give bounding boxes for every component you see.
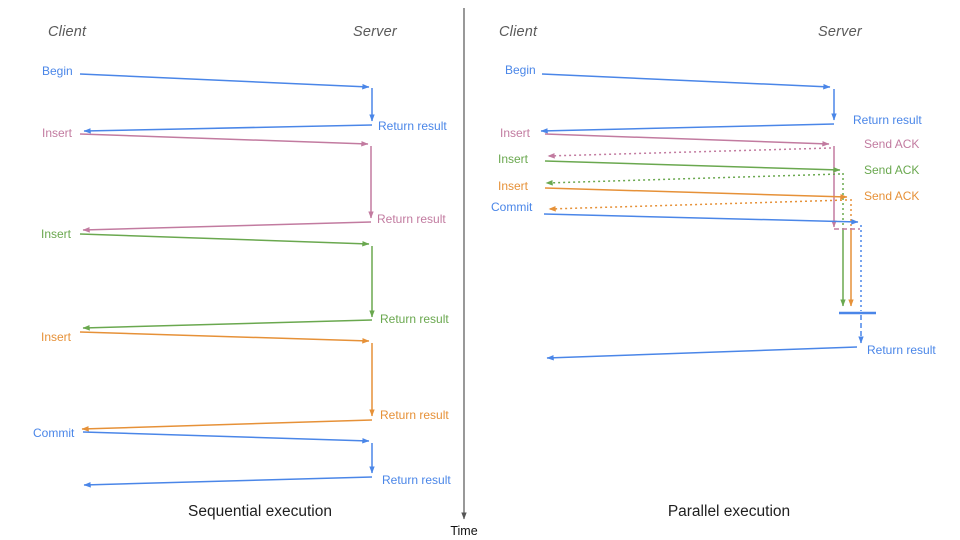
sequential-insert2-request (79, 233, 370, 247)
parallel-begin-request (541, 73, 831, 90)
sequential-title: Sequential execution (188, 503, 332, 520)
parallel-title: Parallel execution (667, 503, 791, 520)
sequential-begin-request (79, 73, 370, 90)
sequential-commit-request (82, 431, 370, 444)
sequential-begin-return (83, 124, 373, 134)
parallel-commit-request (543, 213, 859, 225)
parallel-insert2-ack (545, 173, 841, 186)
parallel-server-header: Server (818, 24, 862, 40)
sequential-server-header: Server (353, 24, 397, 40)
sequential-insert3-return (81, 419, 373, 432)
sequential-client-header: Client (48, 24, 87, 40)
sequential-insert2-return (82, 319, 373, 331)
parallel-insert2-request (544, 160, 841, 173)
parallel-client-header: Client (499, 24, 538, 40)
parallel-insert3-request (544, 187, 848, 200)
parallel-insert3-ack (548, 199, 848, 212)
parallel-commit-return (546, 346, 858, 361)
parallel-insert1-request (544, 133, 830, 147)
parallel-begin-return (540, 123, 835, 134)
sequential-insert1-return (82, 221, 372, 233)
parallel-insert1-ack (547, 147, 832, 159)
sequential-insert1-request (79, 133, 369, 147)
sequential-insert3-request (79, 331, 370, 344)
sequential-commit-return (83, 476, 373, 488)
time-axis-label: Time (450, 524, 478, 538)
